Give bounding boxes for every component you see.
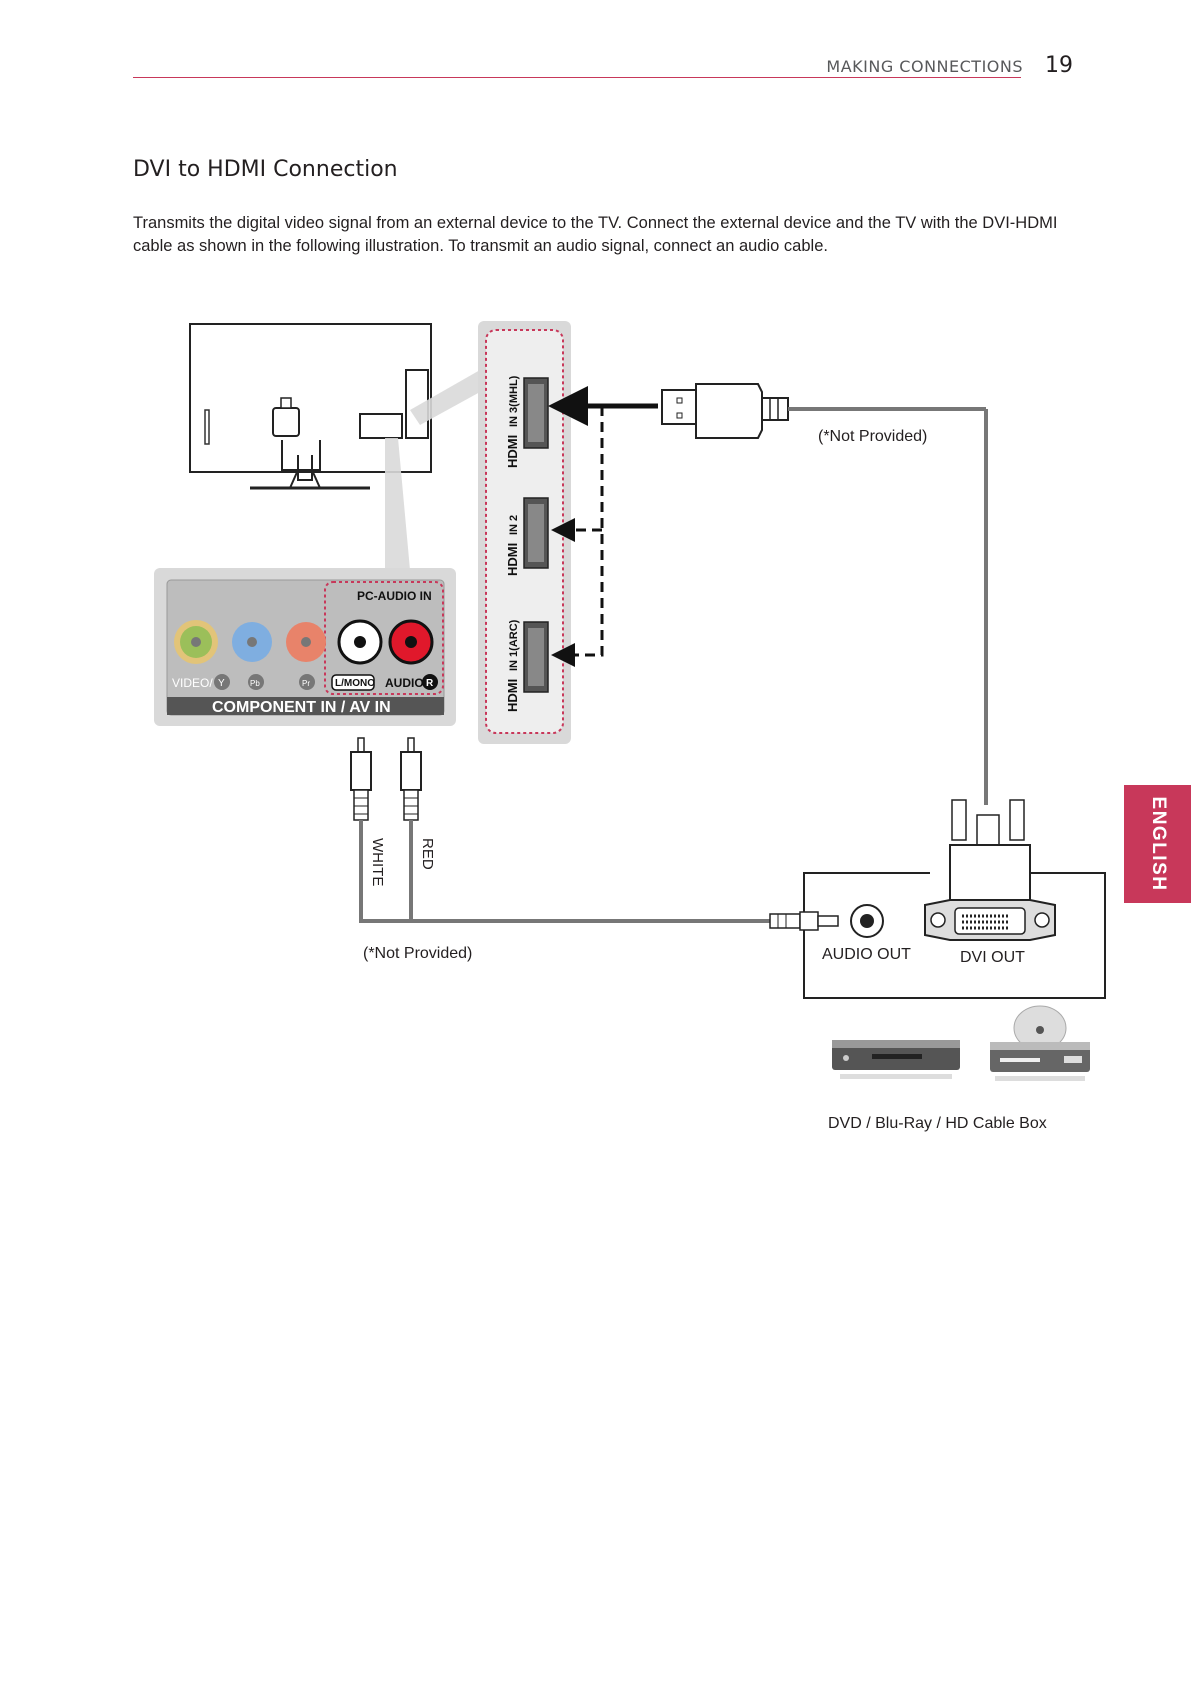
hdmi-port-1[interactable]: HDMI IN 1(ARC) (505, 619, 549, 712)
page-number: 19 (1045, 53, 1073, 78)
dvi-out-label: DVI OUT (960, 949, 1025, 966)
page-title: DVI to HDMI Connection (133, 157, 398, 182)
white-cable-label: WHITE (369, 838, 386, 886)
av-jacks (174, 619, 434, 665)
device-caption: DVD / Blu-Ray / HD Cable Box (828, 1115, 1047, 1132)
hdmi-port-1-logo: HDMI (505, 679, 520, 712)
hdmi-cable-plug (661, 383, 988, 805)
audio-cable-plugs (350, 737, 770, 923)
external-device-panel (803, 872, 1106, 999)
y-label: Y (218, 678, 225, 689)
video-label: VIDEO/ (172, 676, 213, 690)
hdmi-port-3-logo: HDMI (505, 435, 520, 468)
dvi-connector[interactable] (924, 799, 1056, 941)
r-label: R (426, 678, 434, 689)
hdmi-arrows (548, 386, 658, 667)
pr-label: Pr (302, 679, 310, 688)
component-av-in-label: COMPONENT IN / AV IN (212, 699, 391, 716)
hdmi-port-2[interactable]: HDMI IN 2 (505, 497, 549, 576)
hdmi-port-2-logo: HDMI (505, 543, 520, 576)
blu-ray-player-icon (990, 1005, 1090, 1081)
tv-rear-illustration (189, 323, 480, 570)
lmono-label: L/MONO (335, 678, 375, 689)
audio-label: AUDIO (385, 676, 424, 690)
hdmi-port-1-label: IN 1(ARC) (508, 619, 520, 671)
hdmi-not-provided-label: (*Not Provided) (818, 428, 927, 445)
hdmi-port-2-label: IN 2 (508, 515, 520, 535)
audio-out-label: AUDIO OUT (822, 946, 911, 963)
audio-not-provided-label: (*Not Provided) (363, 945, 472, 962)
language-tab: ENGLISH (1124, 785, 1191, 903)
pb-label: Pb (250, 679, 260, 688)
header-section-title: MAKING CONNECTIONS (826, 57, 1023, 76)
audio-out-jack[interactable] (769, 904, 884, 938)
hdmi-port-3-label: IN 3(MHL) (508, 375, 520, 427)
header-rule (133, 77, 1021, 78)
description-text: Transmits the digital video signal from … (133, 214, 1058, 255)
red-cable-label: RED (419, 838, 436, 870)
dvd-player-icon (832, 1040, 960, 1079)
hdmi-port-3[interactable]: HDMI IN 3(MHL) (505, 375, 549, 468)
pc-audio-in-label: PC-AUDIO IN (357, 589, 432, 603)
